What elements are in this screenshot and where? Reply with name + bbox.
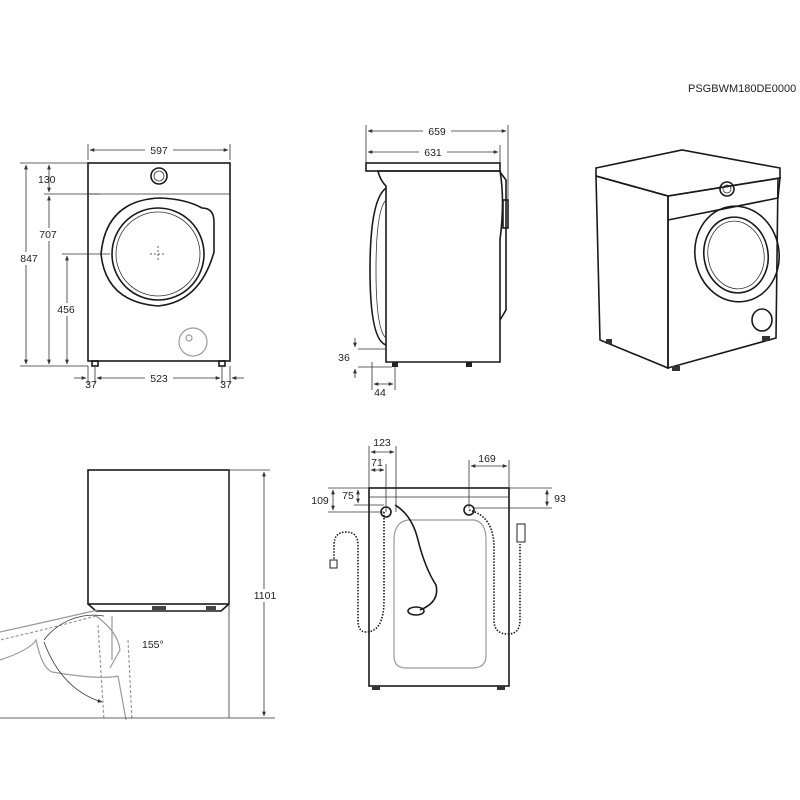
- side-body-outline: [377, 170, 504, 363]
- dim-open-height: 1101: [254, 590, 277, 602]
- drain-hose: [468, 509, 521, 635]
- perspective-door-glass: [703, 216, 769, 294]
- power-plug: [407, 606, 425, 616]
- door-glass: [111, 207, 205, 301]
- door-open-view: 155° 1101: [0, 469, 278, 721]
- rear-body-outline: [368, 487, 510, 687]
- dim-foot-offset: 44: [374, 387, 386, 399]
- open-door-outline: [0, 638, 119, 678]
- dim-inlet-offset-outer: 123: [373, 437, 391, 449]
- dim-total-height: 847: [20, 253, 38, 265]
- perspective-control-panel: [667, 177, 781, 221]
- side-foot-rear: [392, 362, 398, 367]
- drain-hose-end: [516, 523, 526, 543]
- perspective-view: [595, 149, 781, 371]
- side-view: 659 631 36 44: [338, 124, 509, 399]
- side-door-profile: [499, 171, 507, 321]
- dim-door-center-height: 456: [57, 304, 75, 316]
- perspective-foot: [606, 339, 612, 344]
- dim-front-width: 597: [150, 145, 168, 157]
- front-view: 597 847 130 707 456 523 37 37: [18, 143, 244, 391]
- dim-foot-span: 523: [150, 373, 168, 385]
- program-knob-icon: [150, 167, 168, 185]
- dim-foot-height: 36: [338, 352, 350, 364]
- dim-height-left-outer: 109: [311, 495, 329, 507]
- door-outer-ring: [100, 197, 215, 307]
- dim-inlet-offset-inner: 71: [371, 457, 383, 469]
- dim-height-right: 93: [554, 493, 566, 505]
- front-foot-right: [218, 360, 226, 367]
- dim-drain-offset: 169: [478, 453, 496, 465]
- dim-door-angle: 155°: [142, 639, 164, 651]
- inlet-hose: [333, 512, 385, 633]
- side-foot-front: [466, 362, 472, 367]
- dim-top-height: 130: [38, 174, 56, 186]
- dim-depth-body: 631: [424, 147, 442, 159]
- front-foot-left: [91, 360, 99, 367]
- drawing-code: PSGBWM180DE0000: [688, 83, 796, 95]
- perspective-door-ring: [694, 205, 780, 303]
- perspective-front: [667, 177, 779, 370]
- perspective-knob-icon: [719, 181, 735, 197]
- top-view-body: [87, 469, 230, 605]
- side-door-handle: [502, 199, 509, 229]
- side-rear-bulge: [369, 187, 387, 346]
- perspective-filter-flap: [751, 308, 773, 332]
- front-body-outline: [87, 162, 231, 362]
- rear-view: 123 71 169 109 75 93: [311, 437, 566, 690]
- dim-door-height: 707: [39, 229, 57, 241]
- rear-service-panel: [393, 519, 487, 669]
- dim-foot-inset-left: 37: [85, 379, 97, 391]
- perspective-top: [595, 149, 781, 197]
- top-view-door-edge: [87, 603, 230, 612]
- dim-height-left-inner: 75: [342, 490, 354, 502]
- filter-flap: [178, 327, 208, 357]
- dim-foot-inset-right: 37: [220, 379, 232, 391]
- door-angle-arc: [43, 641, 103, 703]
- dim-depth-total: 659: [428, 126, 446, 138]
- power-cable: [394, 504, 438, 611]
- side-top-lid: [365, 162, 501, 172]
